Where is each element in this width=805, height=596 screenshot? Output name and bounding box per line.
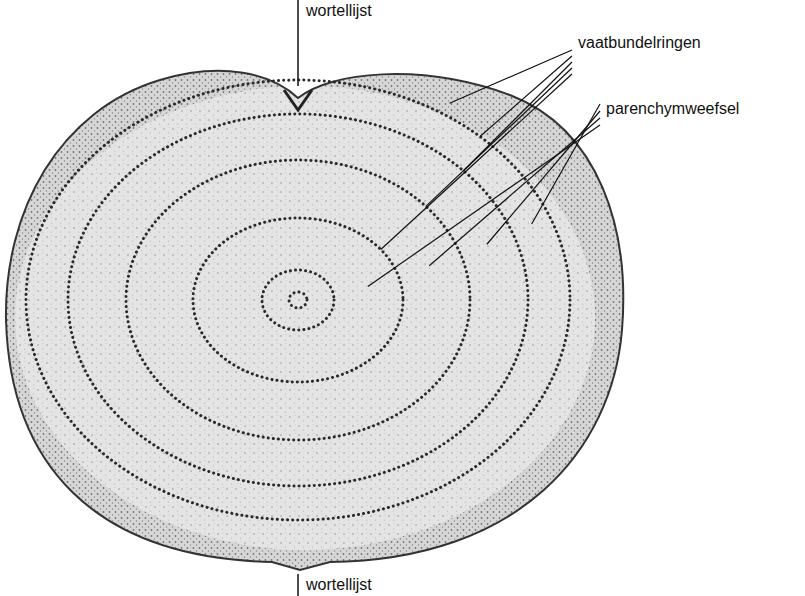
leader-line [368,125,600,286]
parenchym-fill [15,86,595,550]
leader-line [381,74,572,250]
vascular-ring [262,270,334,330]
leader-line [487,111,600,244]
vascular-ring [126,160,470,440]
leader-line [480,56,572,137]
leader-line [426,68,572,206]
leader-line [532,104,600,224]
leader-line [450,50,572,103]
leader-lines [368,50,600,286]
part-label: vaatbundelringen [576,34,703,52]
vascular-ring [289,292,307,308]
vascular-ring [68,114,528,486]
beet-rind [6,71,623,570]
root-groove [284,90,312,110]
vascular-ring [193,218,403,382]
part-label: parenchymweefsel [604,100,741,118]
part-label: wortellijst [304,2,374,20]
leader-line [297,574,299,596]
leader-line [463,62,572,171]
beet-outline [6,71,623,570]
part-label: wortellijst [304,576,374,594]
leader-line [297,0,299,86]
leader-line [429,118,600,266]
